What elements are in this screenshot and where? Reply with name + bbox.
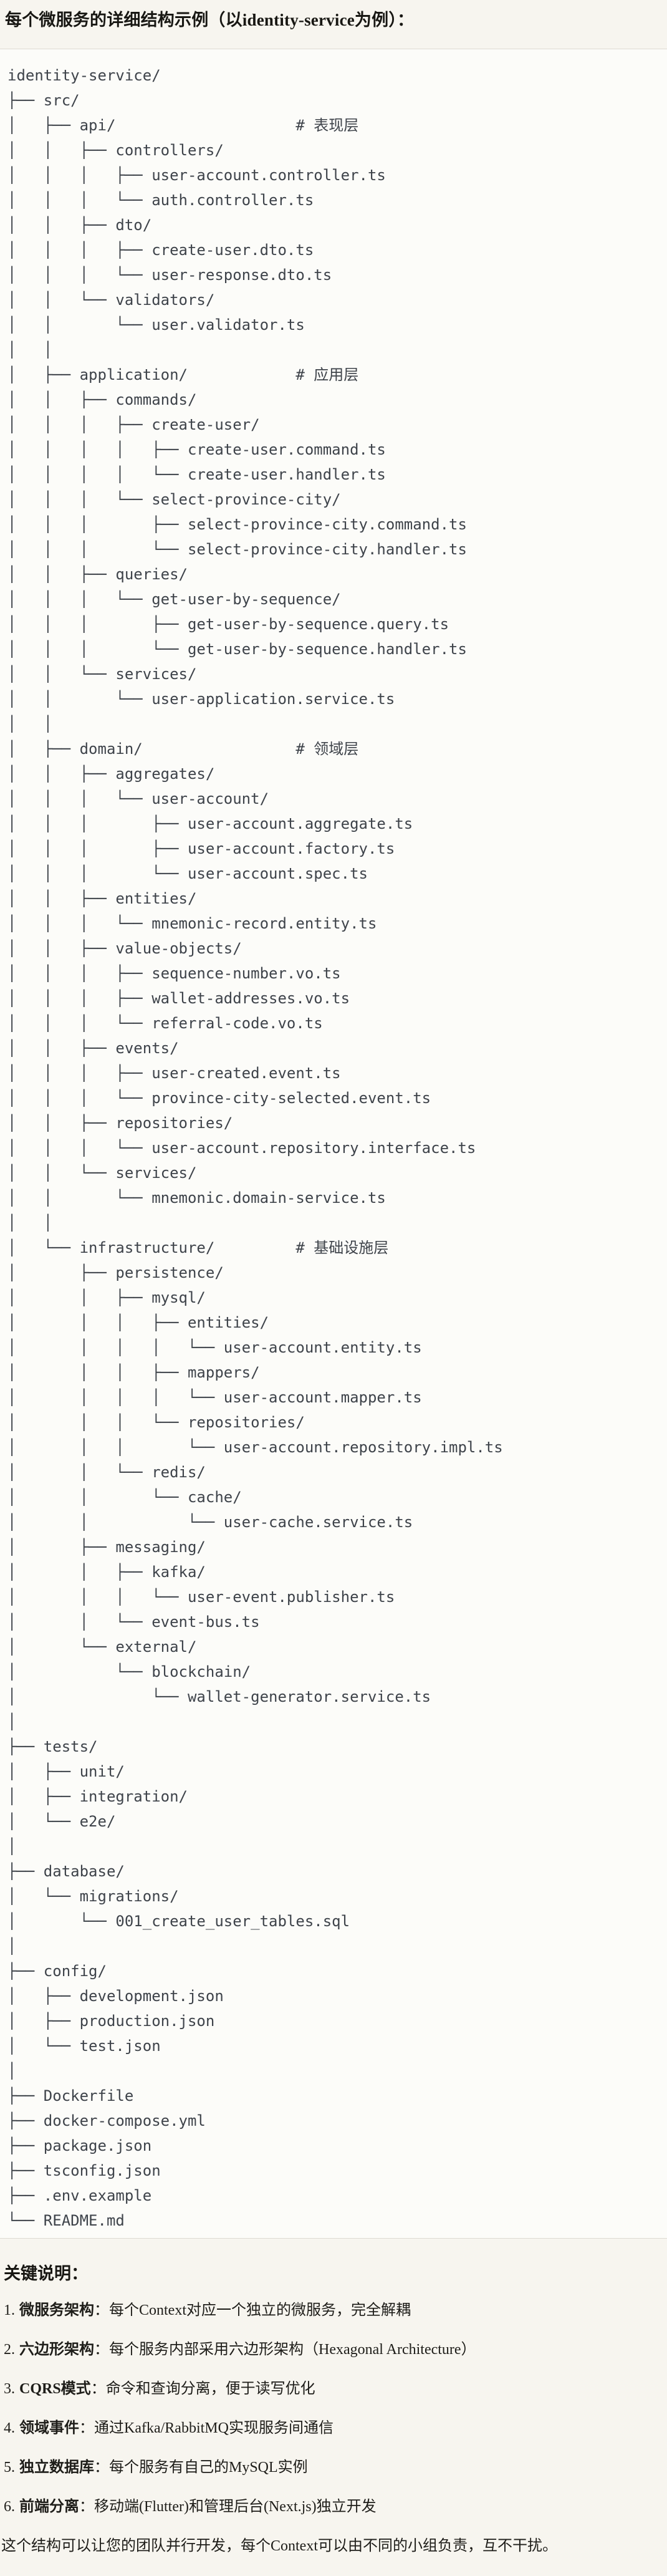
note-separator: ： xyxy=(94,2459,109,2476)
note-item: 4.领域事件：通过Kafka/RabbitMQ实现服务间通信 xyxy=(4,2418,667,2439)
note-label: 领域事件 xyxy=(19,2420,79,2436)
note-item: 5.独立数据库：每个服务有自己的MySQL实例 xyxy=(4,2457,667,2478)
note-separator: ： xyxy=(94,2342,109,2358)
note-separator: ： xyxy=(90,2381,106,2397)
notes-heading: 关键说明： xyxy=(4,2264,88,2283)
note-separator: ： xyxy=(94,2302,109,2318)
note-label: 独立数据库 xyxy=(19,2459,94,2476)
note-number: 6. xyxy=(4,2499,15,2515)
footer-note: 这个结构可以让您的团队并行开发，每个Context可以由不同的小组负责，互不干扰… xyxy=(1,2538,557,2554)
note-label: CQRS模式 xyxy=(19,2381,91,2397)
directory-tree: identity-service/ ├── src/ │ ├── api/ # … xyxy=(7,67,503,2229)
note-number: 2. xyxy=(4,2342,15,2358)
code-block: identity-service/ ├── src/ │ ├── api/ # … xyxy=(0,49,667,2239)
note-item: 2.六边形架构：每个服务内部采用六边形架构（Hexagonal Architec… xyxy=(4,2339,667,2360)
note-description: 命令和查询分离，便于读写优化 xyxy=(105,2381,315,2397)
note-number: 1. xyxy=(4,2302,15,2318)
note-separator: ： xyxy=(79,2499,94,2515)
note-label: 前端分离 xyxy=(19,2499,79,2515)
note-description: 通过Kafka/RabbitMQ实现服务间通信 xyxy=(94,2420,334,2436)
note-description: 每个服务有自己的MySQL实例 xyxy=(109,2459,308,2476)
note-item: 3.CQRS模式：命令和查询分离，便于读写优化 xyxy=(4,2378,667,2400)
notes-list: 1.微服务架构：每个Context对应一个独立的微服务，完全解耦 2.六边形架构… xyxy=(0,2300,667,2517)
note-description: 移动端(Flutter)和管理后台(Next.js)独立开发 xyxy=(94,2499,377,2515)
note-number: 3. xyxy=(4,2381,15,2397)
note-item: 1.微服务架构：每个Context对应一个独立的微服务，完全解耦 xyxy=(4,2300,667,2321)
note-description: 每个Context对应一个独立的微服务，完全解耦 xyxy=(109,2302,411,2318)
note-separator: ： xyxy=(79,2420,94,2436)
note-description: 每个服务内部采用六边形架构（Hexagonal Architecture） xyxy=(109,2342,476,2358)
document-page: { "title": "每个微服务的详细结构示例（以identity-servi… xyxy=(0,9,667,2576)
note-number: 5. xyxy=(4,2459,15,2476)
note-item: 6.前端分离：移动端(Flutter)和管理后台(Next.js)独立开发 xyxy=(4,2496,667,2517)
note-label: 微服务架构 xyxy=(19,2302,94,2318)
page-title: 每个微服务的详细结构示例（以identity-service为例）： xyxy=(5,11,415,29)
note-label: 六边形架构 xyxy=(19,2342,94,2358)
note-number: 4. xyxy=(4,2420,15,2436)
